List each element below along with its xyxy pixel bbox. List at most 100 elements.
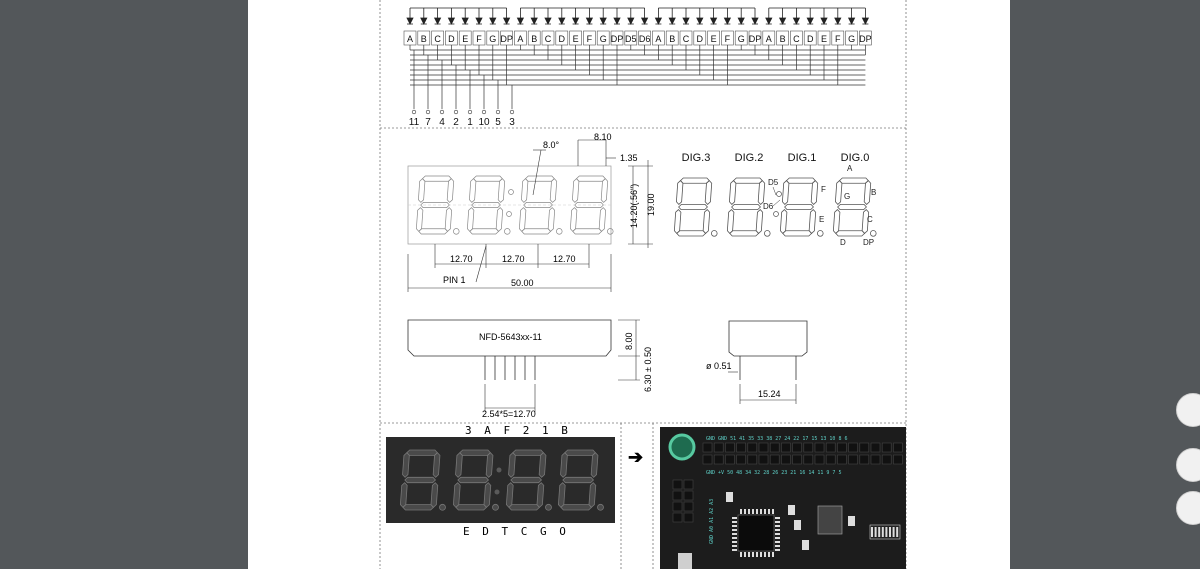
segment-label: G — [489, 34, 496, 44]
dim-pitch-3: 12.70 — [553, 254, 576, 264]
segment-label: D — [448, 34, 455, 44]
seven-segment-digit — [519, 175, 563, 235]
digit-segment-map: DIG.3 DIG.2 DIG.1 DIG.0 A B C D E F G DP D5… — [673, 152, 877, 247]
segment-label: A — [766, 34, 772, 44]
seven-segment-digit — [467, 175, 511, 235]
dim-row-spacing: 15.24 — [758, 389, 781, 399]
seg-label-d6: D6 — [763, 202, 774, 211]
scroll-button-2[interactable] — [1176, 448, 1200, 482]
segment-label: C — [683, 34, 690, 44]
pin-number: 1 — [467, 117, 473, 128]
scroll-button-1[interactable] — [1176, 393, 1200, 427]
segment-label: DP — [611, 34, 624, 44]
dim-pin-diameter: ø 0.51 — [706, 361, 732, 371]
segment-label: G — [848, 34, 855, 44]
segment-label: E — [462, 34, 468, 44]
segment-label: D5 — [625, 34, 637, 44]
seven-segment-digit — [416, 175, 460, 235]
segment-label: DP — [859, 34, 872, 44]
pin-number: 10 — [478, 117, 490, 128]
segment-label: E — [821, 34, 827, 44]
seven-segment-digit — [557, 449, 604, 511]
front-view-drawing: 8.0° 8.10 1.35 14.20(.56") 19.00 12.70 1… — [407, 132, 656, 292]
dim-body: 8.00 — [624, 332, 634, 350]
digit-label: DIG.2 — [735, 152, 764, 164]
dim-segment: 1.35 — [620, 153, 638, 163]
segment-label: A — [517, 34, 523, 44]
segment-label: B — [531, 34, 537, 44]
segment-label: G — [738, 34, 745, 44]
bottom-pin-labels: E D T C G O — [463, 525, 569, 538]
seven-segment-digit — [779, 177, 824, 237]
segment-label: D — [807, 34, 814, 44]
pin-number: 2 — [453, 117, 459, 128]
board-header-row1: GND GND 51 41 35 33 38 27 24 22 17 15 13… — [706, 436, 847, 442]
segment-label: C — [434, 34, 441, 44]
pin-number: 11 — [409, 117, 420, 128]
dim-width: 50.00 — [511, 278, 534, 288]
arduino-board-photo: GND GND 51 41 35 33 38 27 24 22 17 15 13… — [660, 427, 906, 569]
side-view-drawing: NFD-5643xx-11 8.00 6.30 ± 0.50 2.54*5=12… — [407, 319, 808, 419]
dim-angle: 8.0° — [543, 140, 560, 150]
seg-label-f: F — [821, 185, 826, 194]
seven-segment-digit — [505, 449, 552, 511]
segment-label: E — [711, 34, 717, 44]
seven-segment-digit — [570, 175, 614, 235]
segment-label: DP — [500, 34, 513, 44]
part-number: NFD-5643xx-11 — [479, 332, 542, 342]
segment-label: B — [421, 34, 427, 44]
segment-label: D6 — [639, 34, 651, 44]
dim-digit-height: 14.20(.56") — [629, 184, 639, 228]
seven-segment-digit — [832, 177, 877, 237]
seg-label-dp: DP — [863, 238, 874, 247]
segment-label: C — [793, 34, 800, 44]
pin-number: 5 — [495, 117, 501, 128]
segment-label: F — [835, 34, 841, 44]
seg-label-c: C — [867, 215, 873, 224]
dim-pitch-1: 12.70 — [450, 254, 473, 264]
scroll-button-3[interactable] — [1176, 491, 1200, 525]
pin1-label: PIN 1 — [443, 275, 466, 285]
board-side-labels: GND A0 A1 A2 A3 — [709, 499, 715, 544]
seg-label-d: D — [840, 238, 846, 247]
board-header-row2: GND +V 50 48 34 32 28 26 23 21 16 14 11 … — [706, 470, 841, 476]
seg-label-g: G — [844, 192, 850, 201]
segment-label: F — [725, 34, 731, 44]
segment-label: C — [545, 34, 552, 44]
segment-label: D — [559, 34, 566, 44]
dim-pitch-2: 12.70 — [502, 254, 525, 264]
dim-pin-pitch: 2.54*5=12.70 — [482, 409, 536, 419]
seven-segment-digit — [399, 449, 446, 511]
pin-number: 7 — [425, 117, 431, 128]
segment-label: G — [600, 34, 607, 44]
pin-number: 4 — [439, 117, 445, 128]
digit-label: DIG.0 — [841, 152, 870, 164]
dim-pin-length: 6.30 ± 0.50 — [643, 347, 653, 392]
seven-segment-digit — [452, 449, 499, 511]
pin-number: 3 — [509, 117, 515, 128]
seven-segment-digit — [726, 177, 771, 237]
seg-label-e: E — [819, 215, 824, 224]
dim-height: 19.00 — [646, 193, 656, 216]
seg-label-d5: D5 — [768, 178, 779, 187]
segment-label: D — [697, 34, 704, 44]
segment-label: DP — [749, 34, 762, 44]
seven-segment-digit — [673, 177, 718, 237]
segment-label: B — [780, 34, 786, 44]
digit-label: DIG.1 — [788, 152, 817, 164]
segment-label: F — [476, 34, 482, 44]
segment-label: F — [587, 34, 593, 44]
digit-label: DIG.3 — [682, 152, 711, 164]
seg-label-b: B — [871, 188, 876, 197]
segment-label: A — [655, 34, 661, 44]
display-photo: 3 A F 2 1 B E D T C G O ➔ — [386, 424, 643, 538]
segment-label: E — [573, 34, 579, 44]
arrow-icon: ➔ — [628, 447, 643, 467]
dim-top-width: 8.10 — [594, 132, 612, 142]
seg-label-a: A — [847, 164, 853, 173]
segment-label: A — [407, 34, 413, 44]
